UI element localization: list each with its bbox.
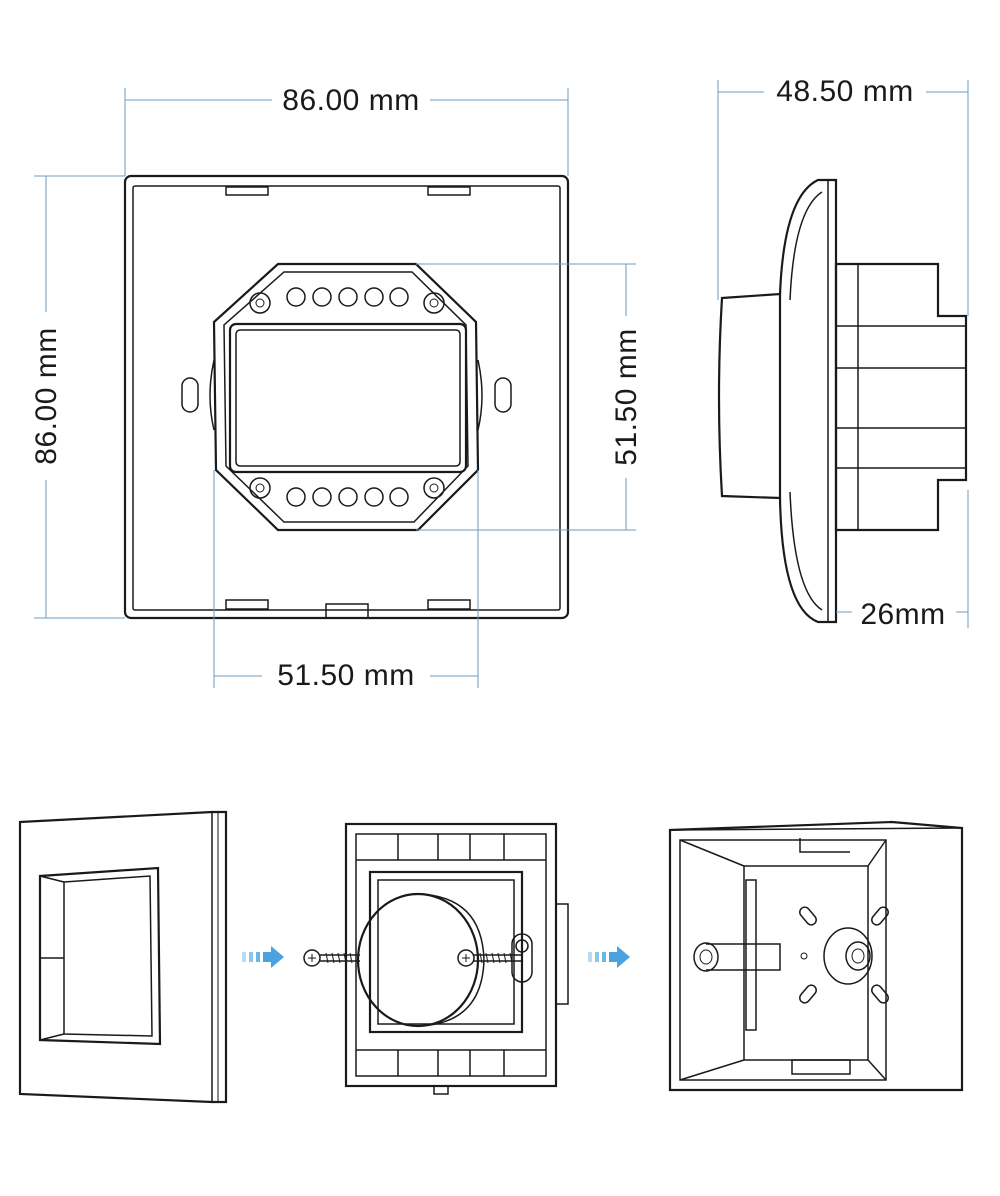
screw-hole-icon (249, 292, 271, 314)
terminal-hole (389, 487, 409, 507)
module-width-label: 51.50 mm (277, 659, 414, 692)
wall-box-slot (871, 984, 889, 1004)
frame-window (38, 866, 162, 1046)
front-height-label: 86.00 mm (30, 327, 63, 464)
mount-slot-right (494, 377, 512, 413)
front-plate-inner-outline (132, 185, 561, 611)
wall-box-line (679, 839, 745, 867)
front-width-label: 86.00 mm (282, 84, 419, 117)
terminal-hole (312, 287, 332, 307)
wall-box-slot (799, 906, 817, 926)
wall-box-post-right-hole (845, 941, 871, 971)
side-depth-label: 48.50 mm (776, 75, 913, 108)
dimension-front-height: 86.00 mm (30, 175, 125, 619)
knob-rim (417, 893, 485, 1027)
wall-box-back-face (743, 865, 869, 1061)
wall-box-slot (871, 906, 889, 926)
frame-window-inner (63, 875, 153, 1037)
clip-top-left (225, 186, 269, 196)
assembly-arrow-icon (588, 946, 630, 968)
module-center-window-inner (235, 329, 461, 467)
terminal-hole (286, 487, 306, 507)
frame-window-bevel (39, 875, 65, 883)
wall-box-post-right-hole-inner (851, 948, 865, 964)
cover-curve-line (789, 191, 823, 301)
module-left-bulge (209, 359, 215, 431)
side-view: 48.50 mm 26mm (717, 75, 969, 631)
side-rear-depth-label: 26mm (860, 598, 945, 631)
wall-box-line (867, 839, 887, 867)
wall-box-front-face (679, 839, 887, 1081)
assembly-wall-box (668, 820, 964, 1092)
clip-bottom-right (427, 599, 471, 610)
assembly-front-frame (18, 810, 228, 1104)
wall-box-line (669, 827, 963, 831)
screw-hole-center (429, 483, 439, 493)
frame-outline (18, 810, 228, 1104)
front-view: 86.00 mm 86.00 mm 51.50 mm 51.50 mm (30, 84, 643, 692)
terminal-row-bottom (249, 477, 445, 507)
wall-box-line (867, 1059, 887, 1081)
screw-left-icon (303, 949, 360, 967)
wall-box-outline (668, 820, 964, 1092)
module-plate-inner (377, 879, 515, 1025)
front-plate-outline (123, 174, 570, 620)
frame-window-bevel (39, 1033, 65, 1041)
module-body-inner (223, 271, 469, 523)
mount-slot-left (181, 377, 199, 413)
screw-hole-icon (423, 292, 445, 314)
dimension-module-width: 51.50 mm (213, 470, 479, 692)
knob-icon (356, 892, 480, 1028)
wall-box-rib (745, 879, 757, 1031)
screw-hole-center (255, 483, 265, 493)
module-center-window (228, 322, 468, 474)
dimension-side-depth: 48.50 mm (717, 75, 969, 316)
wall-box-post-right (823, 927, 873, 985)
wall-box-post-left-hole (693, 942, 719, 972)
screw-hole-center (429, 298, 439, 308)
module-bottom-tab (433, 1085, 449, 1095)
terminal-row-top (249, 287, 445, 314)
clip-top-right (427, 186, 471, 196)
wall-box-bottom-slot (791, 1059, 851, 1075)
screw-right-icon (457, 933, 533, 983)
wall-box-top-slot (799, 838, 850, 853)
dimension-front-width: 86.00 mm (124, 84, 569, 176)
bottom-notch (325, 603, 369, 619)
assembly-switch-module (303, 822, 569, 1095)
terminal-hole (286, 287, 306, 307)
dimension-side-rear-depth: 26mm (836, 490, 969, 631)
module-frame-tabs (356, 1049, 546, 1076)
screw-hole-icon (249, 477, 271, 499)
clip-bottom-left (225, 599, 269, 610)
module-frame-tabs (356, 834, 546, 861)
terminal-hole (364, 287, 384, 307)
wall-box-line (679, 1059, 745, 1081)
wall-box-slot (799, 984, 817, 1004)
rear-module-outline (834, 262, 968, 532)
wall-box-post-left (706, 943, 781, 971)
terminal-hole (364, 487, 384, 507)
terminal-hole (312, 487, 332, 507)
dimension-module-height: 51.50 mm (416, 263, 643, 531)
knob-side-outline (717, 292, 782, 500)
terminal-hole (338, 287, 358, 307)
module-plate (368, 870, 524, 1034)
module-side-connector (555, 903, 569, 1005)
screw-hole-center (255, 298, 265, 308)
wall-box-center-hole (800, 952, 808, 960)
terminal-hole (389, 287, 409, 307)
module-right-bulge (477, 359, 483, 431)
assembly-arrow-icon (242, 946, 284, 968)
module-height-label: 51.50 mm (610, 328, 643, 465)
cover-curve-line (789, 491, 823, 611)
wall-box-post-left-hole-inner (699, 949, 713, 965)
screw-hole-icon (423, 477, 445, 499)
terminal-hole (338, 487, 358, 507)
